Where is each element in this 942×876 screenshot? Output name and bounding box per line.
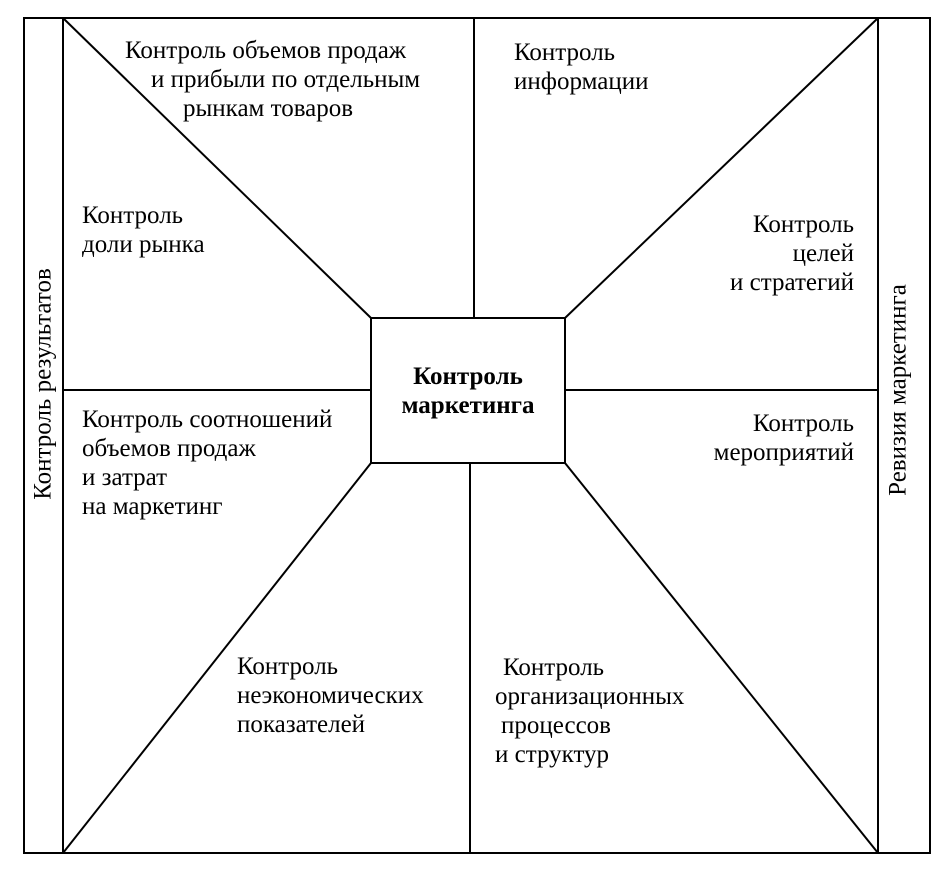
segment-line: Контроль объемов продаж: [125, 37, 407, 64]
segment-line: на маркетинг: [82, 493, 223, 520]
segment-line: организационных: [495, 683, 685, 710]
segment-line: и стратегий: [730, 269, 854, 296]
side-label-results-control: Контроль результатов: [29, 268, 57, 500]
outer-frame: [23, 17, 931, 854]
center-title-line1: Контроль: [413, 362, 523, 390]
segment-line: мероприятий: [713, 439, 854, 466]
segment-line: показателей: [237, 711, 366, 738]
segment-non-economic-control: Контроль неэкономических показателей: [237, 652, 424, 739]
segment-information-control: Контроль информации: [514, 38, 648, 96]
center-title-line2: маркетинга: [401, 391, 535, 419]
segment-line: объемов продаж: [82, 435, 256, 462]
segment-market-share-control: Контроль доли рынка: [82, 201, 205, 259]
segment-line: и затрат: [82, 464, 168, 491]
segment-line: неэкономических: [237, 682, 424, 709]
segment-organizational-control: Контроль организационных процессов и стр…: [495, 653, 684, 769]
diagonal-bottom-left: [62, 462, 372, 854]
segment-line: информации: [514, 68, 649, 95]
segment-activities-control: Контроль мероприятий: [714, 409, 854, 467]
segment-line: доли рынка: [82, 231, 205, 258]
segment-line: Контроль: [503, 654, 605, 681]
center-title: Контроль маркетинга: [371, 318, 565, 463]
segment-line: Контроль: [752, 410, 854, 437]
diagonal-bottom-right: [564, 462, 879, 854]
segment-sales-cost-ratio-control: Контроль соотношений объемов продаж и за…: [82, 405, 332, 521]
segment-line: и структур: [495, 741, 610, 768]
segment-line: Контроль: [237, 653, 339, 680]
segment-line: рынкам товаров: [183, 95, 354, 122]
segment-line: Контроль: [752, 211, 854, 238]
segment-line: процессов: [501, 712, 611, 739]
diagonal-top-right: [564, 17, 879, 319]
segment-line: Контроль: [514, 39, 616, 66]
segment-goals-strategies-control: Контроль целей и стратегий: [730, 210, 854, 297]
diagonal-top-left: [62, 17, 372, 319]
segment-line: и прибыли по отдельным: [151, 66, 421, 93]
segment-line: Контроль: [82, 202, 184, 229]
segment-sales-profit-control: Контроль объемов продаж и прибыли по отд…: [125, 36, 420, 123]
segment-line: Контроль соотношений: [82, 406, 333, 433]
side-label-marketing-audit: Ревизия маркетинга: [884, 284, 912, 496]
segment-line: целей: [792, 240, 854, 267]
